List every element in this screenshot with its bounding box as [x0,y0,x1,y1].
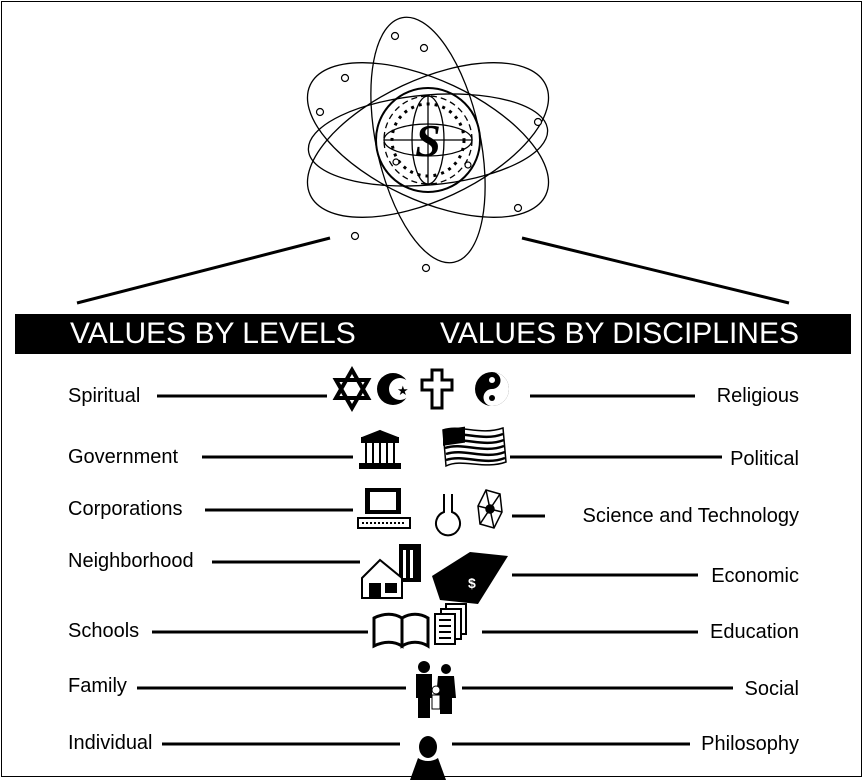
book-and-papers-icon [372,603,467,649]
computer-icon [357,488,411,529]
capitol-building-icon [359,429,401,469]
flask-icon [435,494,461,537]
values-by-levels-heading: VALUES BY LEVELS [70,317,356,350]
level-label-individual: Individual [68,732,153,754]
right-diverge-line [521,236,790,305]
family-icon [416,661,456,718]
discipline-label-political: Political [730,448,799,470]
capitol-and-flag-icon [359,426,507,469]
discipline-label-social: Social [744,678,799,700]
level-label-neighborhood: Neighborhood [68,550,194,572]
crescent-star-icon: ★ [377,373,411,405]
discipline-label-education: Education [710,621,799,643]
values-by-disciplines-heading: VALUES BY DISCIPLINES [439,317,799,350]
discipline-label-economic: Economic [711,565,799,587]
buildings-and-dollar-icon: $ [361,544,508,604]
atom-globe-logo [306,16,550,273]
logo-letter: S [415,115,441,166]
level-label-family: Family [68,675,127,697]
level-label-spiritual: Spiritual [68,385,141,407]
religious-symbols-icon: ★ [332,365,509,413]
discipline-label-religious: Religious [716,385,799,407]
level-label-schools: Schools [68,620,140,642]
level-label-corporations: Corporations [68,498,183,520]
computer-flask-molecule-icon [357,488,503,537]
open-book-icon [372,612,430,649]
molecule-icon [477,489,503,529]
left-diverge-line [76,236,331,305]
american-flag-icon [442,426,507,468]
cross-icon [420,368,454,410]
dollar-bill-icon: $ [432,552,508,604]
connector-lines [137,394,733,746]
person-silhouette-icon [410,736,446,780]
stacked-papers-icon [434,603,467,645]
svg-text:★: ★ [397,384,409,399]
discipline-label-philosophy: Philosophy [701,733,799,755]
buildings-icon [361,544,421,599]
header-banner: VALUES BY LEVELS VALUES BY DISCIPLINES [15,314,851,354]
star-of-david-icon [332,365,372,413]
svg-text:$: $ [468,575,476,591]
yin-yang-icon [475,372,509,406]
level-label-government: Government [68,446,179,468]
discipline-label-science-technology: Science and Technology [582,505,799,527]
